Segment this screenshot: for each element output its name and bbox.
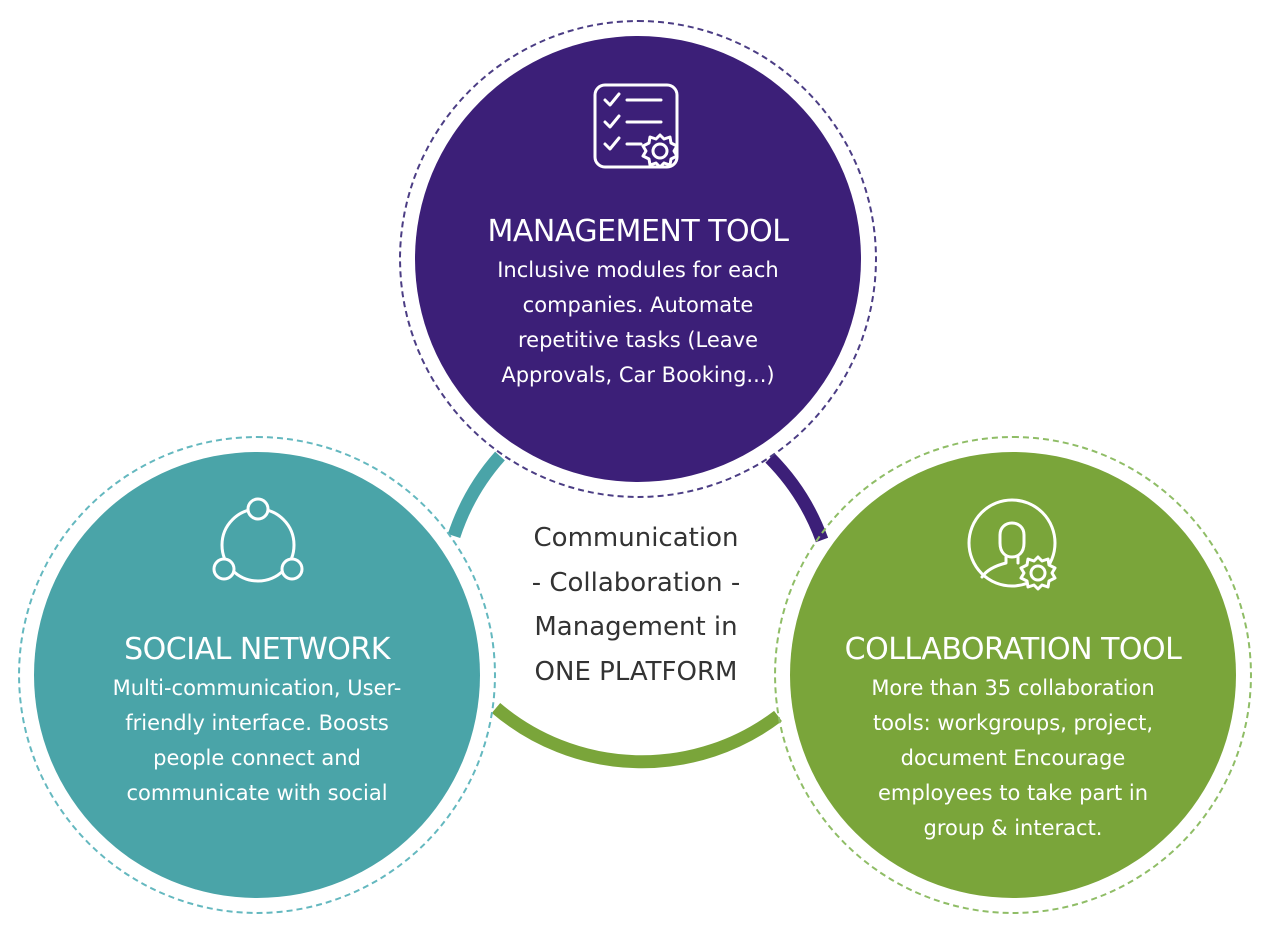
social-dashed-ring xyxy=(18,436,496,914)
user-gear-icon xyxy=(967,498,1057,591)
management-desc-line: Approvals, Car Booking...) xyxy=(501,363,775,387)
management-circle: MANAGEMENT TOOL Inclusive modules for ea… xyxy=(415,36,861,482)
management-desc-line: Inclusive modules for each xyxy=(497,258,779,282)
collaboration-desc-line: More than 35 collaboration xyxy=(871,676,1155,700)
arc-management-collaboration xyxy=(765,453,829,543)
management-desc-line: repetitive tasks (Leave xyxy=(518,328,758,352)
collaboration-description: More than 35 collaboration tools: workgr… xyxy=(790,671,1236,846)
social-desc-line: friendly interface. Boosts xyxy=(125,711,389,735)
social-circle: SOCIAL NETWORK Multi-communication, User… xyxy=(34,452,480,898)
collaboration-desc-line: document Encourage xyxy=(900,746,1126,770)
collaboration-circle: COLLABORATION TOOL More than 35 collabor… xyxy=(790,452,1236,898)
arc-social-collaboration xyxy=(491,703,782,769)
management-dashed-ring xyxy=(399,20,877,498)
collaboration-desc-line: tools: workgroups, project, xyxy=(872,711,1154,735)
collaboration-title: COLLABORATION TOOL xyxy=(844,632,1182,667)
social-description: Multi-communication, User- friendly inte… xyxy=(34,671,480,811)
checklist-gear-icon xyxy=(593,83,679,169)
social-desc-line: people connect and xyxy=(153,746,361,770)
center-line: ONE PLATFORM xyxy=(534,656,738,687)
management-description: Inclusive modules for each companies. Au… xyxy=(415,253,861,393)
management-desc-line: companies. Automate xyxy=(522,293,754,317)
center-line: - Collaboration - xyxy=(531,567,741,598)
network-share-icon xyxy=(212,497,304,583)
social-desc-line: Multi-communication, User- xyxy=(112,676,402,700)
arc-social-management xyxy=(447,451,505,539)
collaboration-dashed-ring xyxy=(774,436,1252,914)
management-title: MANAGEMENT TOOL xyxy=(487,214,789,249)
collaboration-desc-line: employees to take part in xyxy=(877,781,1149,805)
center-line: Communication xyxy=(533,523,739,553)
center-line: Management in xyxy=(534,612,738,642)
social-desc-line: communicate with social xyxy=(126,781,388,805)
collaboration-desc-line: group & interact. xyxy=(923,816,1103,840)
center-tagline: Communication - Collaboration - Manageme… xyxy=(500,516,772,694)
social-title: SOCIAL NETWORK xyxy=(124,632,390,667)
